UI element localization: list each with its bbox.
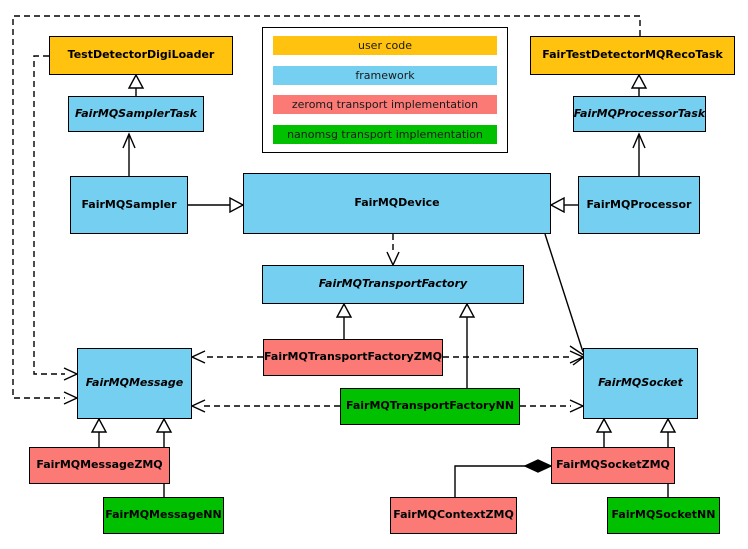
edge-digiloader-to-message (33, 55, 65, 375)
class-node-fairtestdetectormqrecotask[interactable]: FairTestDetectorMQRecoTask (530, 36, 735, 75)
generalization-arrowhead (595, 417, 613, 433)
generalization-arrowhead (90, 417, 108, 433)
open-arrowhead (569, 399, 585, 413)
open-arrowhead (190, 350, 206, 364)
class-label: FairMQSocket (598, 376, 683, 390)
class-label: FairMQTransportFactoryNN (345, 399, 515, 413)
class-label: FairMQProcessor (586, 197, 692, 211)
class-node-fairmqcontextzmq[interactable]: FairMQContextZMQ (390, 497, 517, 534)
open-arrowhead (122, 132, 136, 149)
generalization-arrowhead (155, 417, 173, 433)
open-arrowhead (632, 132, 646, 149)
class-label: FairMQMessageNN (105, 508, 222, 522)
legend-item-zeromq: zeromq transport implementation (273, 95, 497, 115)
class-node-fairmqtransportfactory[interactable]: FairMQTransportFactory (262, 265, 524, 304)
class-node-fairmqsocket[interactable]: FairMQSocket (583, 348, 698, 419)
generalization-arrowhead (630, 73, 648, 89)
class-node-fairmqsocketnn[interactable]: FairMQSocketNN (607, 497, 720, 534)
class-label: FairMQDevice (354, 196, 440, 210)
open-arrowhead (63, 367, 79, 381)
class-label: FairTestDetectorMQRecoTask (542, 48, 723, 62)
legend-label: nanomsg transport implementation (287, 127, 483, 141)
legend-item-nanomsg: nanomsg transport implementation (273, 124, 497, 144)
class-node-fairmqsampler[interactable]: FairMQSampler (70, 176, 188, 234)
edge-device-to-socket (544, 233, 584, 353)
generalization-arrowhead (229, 196, 245, 214)
composition-diamond (523, 459, 553, 473)
class-label: FairMQMessage (85, 376, 184, 390)
class-label: FairMQSocketNN (611, 508, 716, 522)
edge-contextzmq-to-socketzmq (454, 465, 538, 497)
generalization-arrowhead (335, 302, 353, 318)
open-arrowhead (63, 391, 79, 405)
class-node-fairmqsamplertask[interactable]: FairMQSamplerTask (68, 96, 204, 132)
class-node-fairmqprocessor[interactable]: FairMQProcessor (578, 176, 700, 234)
class-label: FairMQProcessorTask (573, 106, 706, 120)
class-label: FairMQTransportFactoryZMQ (264, 350, 442, 364)
legend-label: zeromq transport implementation (291, 98, 479, 112)
legend: user code framework zeromq transport imp… (262, 27, 508, 153)
open-arrowhead (386, 251, 400, 267)
class-label: FairMQTransportFactory (318, 277, 468, 291)
open-arrowhead (190, 399, 206, 413)
generalization-arrowhead (127, 73, 145, 89)
class-label: FairMQSamplerTask (75, 106, 197, 120)
class-label: FairMQSocketZMQ (556, 458, 670, 472)
class-node-fairmqmessage[interactable]: FairMQMessage (77, 348, 192, 419)
class-label: TestDetectorDigiLoader (67, 48, 215, 62)
class-node-fairmqprocessortask[interactable]: FairMQProcessorTask (573, 96, 706, 132)
legend-label: framework (355, 68, 415, 82)
class-node-fairmqmessagenn[interactable]: FairMQMessageNN (103, 497, 224, 534)
legend-item-framework: framework (273, 65, 497, 85)
class-node-fairmqtransportfactoryzmq[interactable]: FairMQTransportFactoryZMQ (263, 339, 443, 376)
open-arrowhead (569, 350, 585, 364)
legend-item-user-code: user code (273, 36, 497, 55)
generalization-arrowhead (659, 417, 677, 433)
class-node-fairmqmessagezmq[interactable]: FairMQMessageZMQ (29, 447, 170, 484)
generalization-arrowhead (549, 196, 565, 214)
class-label: FairMQContextZMQ (393, 508, 514, 522)
class-label: FairMQMessageZMQ (36, 458, 163, 472)
class-node-fairmqsocketzmq[interactable]: FairMQSocketZMQ (551, 447, 675, 484)
class-node-testdetectordigiloader[interactable]: TestDetectorDigiLoader (49, 36, 233, 75)
class-node-fairmqdevice[interactable]: FairMQDevice (243, 173, 551, 234)
legend-label: user code (357, 39, 413, 52)
class-label: FairMQSampler (81, 197, 177, 211)
generalization-arrowhead (458, 302, 476, 318)
class-node-fairmqtransportfactorynn[interactable]: FairMQTransportFactoryNN (340, 388, 520, 425)
